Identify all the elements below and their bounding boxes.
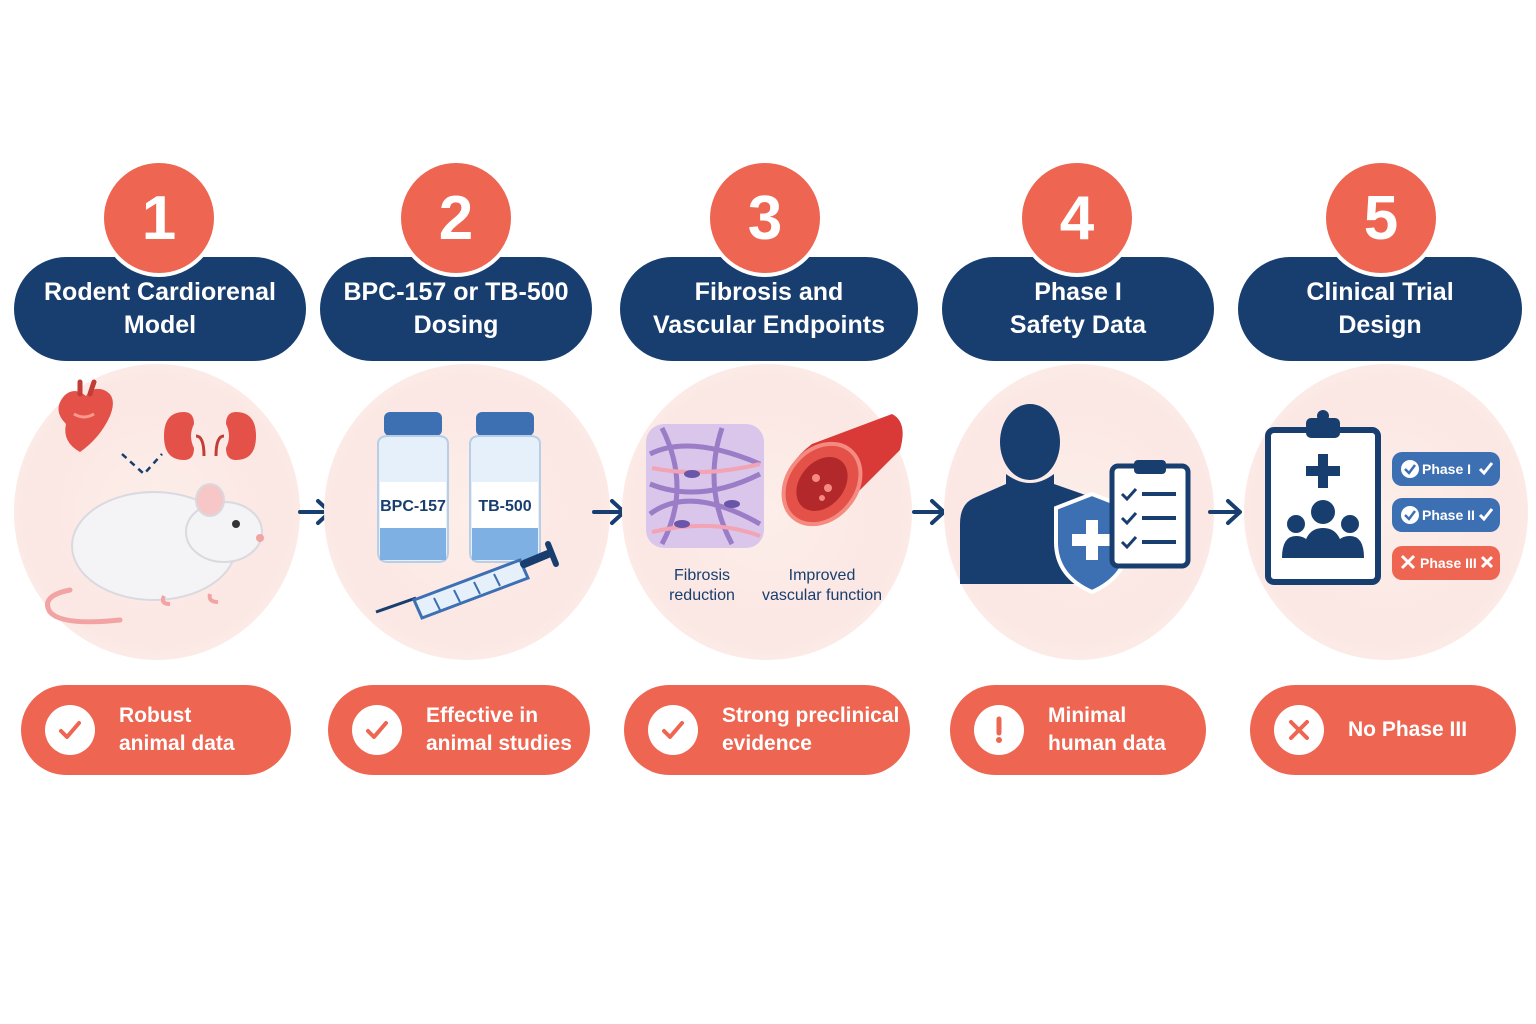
- status-pill: Strong preclinical evidence: [624, 685, 910, 775]
- title-line: Phase I: [1034, 278, 1122, 306]
- check-icon: [352, 705, 402, 755]
- step-title: Clinical Trial Design: [1238, 257, 1522, 361]
- connector-lines: [121, 453, 163, 476]
- fibrosis-label: Fibrosis: [674, 567, 730, 584]
- check-icon: [648, 705, 698, 755]
- illustration-circle: [14, 364, 300, 660]
- step-1: 1 Rodent Cardiorenal Model: [0, 0, 310, 1024]
- heart-icon: [58, 379, 113, 452]
- illustration-circle: Fibrosis reduction Improved vascular fun…: [622, 364, 912, 660]
- safety-illustration: [960, 404, 1191, 595]
- rodent-organs-illustration: [45, 379, 264, 625]
- step-title: Phase I Safety Data: [942, 257, 1214, 361]
- status-pill: Robust animal data: [21, 685, 291, 775]
- vials-syringe-illustration: BPC-157 TB-500: [375, 412, 559, 620]
- vial-label: TB-500: [478, 498, 531, 515]
- vascular-label: Improved: [789, 567, 856, 584]
- status-line: Minimal: [1048, 704, 1127, 727]
- status-line: Effective in: [426, 704, 539, 727]
- status-line: evidence: [722, 732, 812, 755]
- trial-design-illustration: Phase I Phase II Phase III: [1265, 410, 1500, 585]
- status-pill: No Phase III: [1250, 685, 1516, 775]
- fibrosis-label: reduction: [669, 587, 735, 604]
- title-line: Rodent Cardiorenal: [44, 278, 276, 306]
- step-number: 1: [104, 163, 214, 273]
- step-title: Rodent Cardiorenal Model: [14, 257, 306, 361]
- title-line: Design: [1338, 311, 1422, 339]
- status-pill: Minimal human data: [950, 685, 1206, 775]
- title-line: Clinical Trial: [1306, 278, 1454, 306]
- title-line: Fibrosis and: [694, 278, 844, 306]
- title-line: Vascular Endpoints: [652, 311, 885, 339]
- syringe-icon: [375, 541, 559, 620]
- clipboard-checklist-icon: [1109, 460, 1191, 569]
- phase-label: Phase III: [1420, 555, 1477, 571]
- status-line: human data: [1048, 732, 1166, 755]
- step-number: 2: [401, 163, 511, 273]
- step-number: 5: [1326, 163, 1436, 273]
- vial-icon: BPC-157: [377, 412, 449, 563]
- status-text: No Phase III: [1348, 716, 1467, 744]
- illustration-circle: BPC-157 TB-500: [324, 364, 610, 660]
- title-line: Model: [123, 311, 197, 339]
- vascular-label: vascular function: [762, 587, 882, 604]
- status-text: Strong preclinical evidence: [722, 702, 899, 758]
- step-title: Fibrosis and Vascular Endpoints: [620, 257, 918, 361]
- check-icon: [45, 705, 95, 755]
- title-line: Safety Data: [1009, 311, 1147, 339]
- step-2: 2 BPC-157 or TB-500 Dosing BPC-157 TB-50…: [316, 0, 616, 1024]
- blood-vessel-icon: [781, 414, 903, 527]
- status-text: Robust animal data: [119, 702, 235, 758]
- status-line: Strong preclinical: [722, 704, 900, 727]
- tissue-icon: [646, 424, 764, 548]
- step-3: 3 Fibrosis and Vascular Endpoints Fibros…: [618, 0, 924, 1024]
- step-number: 3: [710, 163, 820, 273]
- clipboard-icon: [1265, 410, 1381, 585]
- arrow-right-icon: [1206, 495, 1246, 529]
- vial-icon: TB-500: [469, 412, 541, 563]
- illustration-circle: [944, 364, 1214, 660]
- status-text: Effective in animal studies: [426, 702, 572, 758]
- people-icon: [1282, 500, 1364, 558]
- status-line: animal data: [119, 732, 235, 755]
- phase-label: Phase II: [1422, 507, 1475, 523]
- step-number: 4: [1022, 163, 1132, 273]
- step-4: 4 Phase I Safety Data: [940, 0, 1220, 1024]
- status-pill: Effective in animal studies: [328, 685, 590, 775]
- status-line: Robust: [119, 704, 192, 727]
- status-line: No Phase III: [1348, 718, 1468, 741]
- status-text: Minimal human data: [1048, 702, 1166, 758]
- kidneys-icon: [164, 412, 256, 460]
- phase-badge: Phase II: [1392, 498, 1500, 532]
- title-line: BPC-157 or TB-500: [343, 278, 569, 306]
- fibrosis-vessel-illustration: Fibrosis reduction Improved vascular fun…: [646, 414, 903, 604]
- vial-label: BPC-157: [380, 498, 446, 515]
- phase-badge: Phase I: [1392, 452, 1500, 486]
- status-line: animal studies: [426, 732, 572, 755]
- illustration-circle: Phase I Phase II Phase III: [1244, 364, 1528, 660]
- phase-label: Phase I: [1422, 461, 1471, 477]
- x-icon: [1274, 705, 1324, 755]
- step-5: 5 Clinical Trial Design: [1232, 0, 1532, 1024]
- phase-badge: Phase III: [1392, 546, 1500, 580]
- step-title: BPC-157 or TB-500 Dosing: [320, 257, 592, 361]
- rat-icon: [45, 483, 264, 625]
- exclamation-icon: [974, 705, 1024, 755]
- title-line: Dosing: [413, 311, 499, 339]
